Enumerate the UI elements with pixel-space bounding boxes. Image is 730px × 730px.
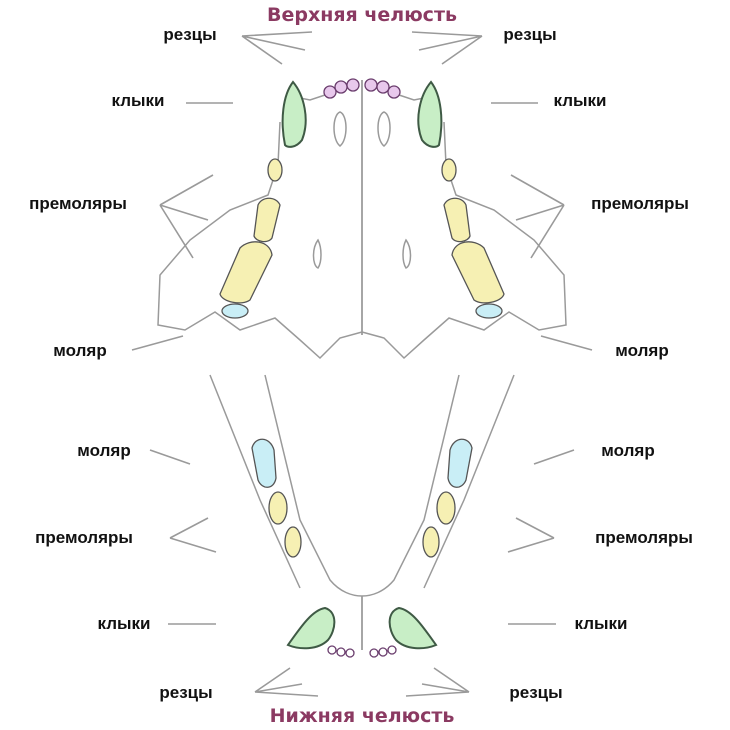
pointer-lower-molar — [149, 449, 191, 465]
upper-incisors-label-left: резцы — [163, 25, 216, 44]
lower-canine — [286, 606, 336, 650]
lower-molar — [251, 438, 277, 488]
lower-incisors-label-left: резцы — [159, 683, 212, 702]
lower-incisors-label-right: резцы — [509, 683, 562, 702]
upper-incisors-label-right: резцы — [503, 25, 556, 44]
upper-premolars-label-left: премоляры — [29, 194, 127, 213]
upper-incisor — [334, 80, 348, 94]
upper-molar — [221, 303, 249, 319]
lower-canines-label-left: клыки — [98, 614, 151, 633]
lower-premolar-1 — [268, 491, 288, 525]
upper-premolar-3 — [219, 241, 273, 304]
lower-molar-label-left: моляр — [77, 441, 130, 460]
lower-incisor — [327, 645, 337, 655]
lower-premolar-2 — [284, 526, 302, 558]
pointer-lower-premolars — [169, 517, 217, 553]
upper-molar-label-left: моляр — [53, 341, 106, 360]
lower-incisor — [345, 648, 355, 658]
upper-premolar-2 — [253, 197, 281, 243]
lower-jaw-title: Нижняя челюсть — [270, 705, 455, 727]
pointer-lower-incisors — [254, 667, 319, 697]
pointer-upper-incisors — [241, 31, 313, 65]
lower-molar-label-right: моляр — [601, 441, 654, 460]
jaw-half-left — [131, 31, 363, 697]
lower-premolars-label-right: премоляры — [595, 528, 693, 547]
lower-canines-label-right: клыки — [575, 614, 628, 633]
pointer-upper-premolars — [159, 174, 214, 259]
upper-premolar-1 — [267, 158, 283, 182]
upper-foramen — [333, 111, 347, 147]
upper-canines-label-right: клыки — [554, 91, 607, 110]
upper-premolars-label-right: премоляры — [591, 194, 689, 213]
lower-incisor — [336, 647, 346, 657]
upper-incisor — [346, 78, 360, 92]
upper-canine — [281, 80, 307, 148]
pointer-upper-molar — [131, 335, 184, 351]
upper-incisor — [323, 85, 337, 99]
upper-molar-label-right: моляр — [615, 341, 668, 360]
lower-premolars-label-left: премоляры — [35, 528, 133, 547]
upper-palatine-foramen — [312, 238, 322, 269]
jaw-half-right — [361, 31, 593, 697]
upper-jaw-title: Верхняя челюсть — [267, 4, 457, 26]
upper-canines-label-left: клыки — [112, 91, 165, 110]
